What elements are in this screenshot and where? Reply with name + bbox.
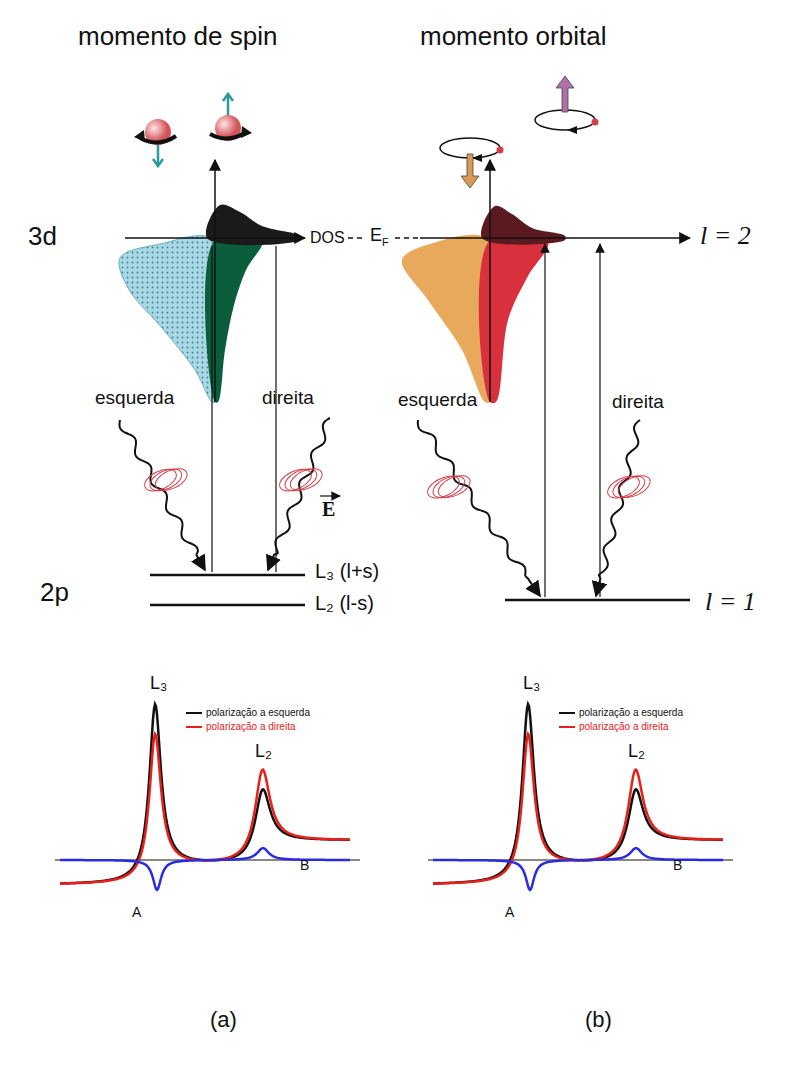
orbit: [535, 110, 595, 130]
electron: [592, 119, 599, 126]
legend-entry: polarização a direita: [186, 721, 296, 732]
panel-label: (a): [210, 1008, 237, 1032]
peak-label: L₃: [150, 674, 167, 694]
peak-label: L₃: [523, 674, 540, 694]
legend-line-sample: [559, 712, 575, 714]
peak-label: L₂: [255, 742, 272, 762]
spin-arrow-head: [153, 159, 163, 166]
heading: momento de spin: [78, 22, 277, 51]
fermi-dash: [348, 237, 366, 239]
legend-text: polarização a direita: [206, 721, 296, 732]
polarization-loop: [615, 471, 653, 502]
energy-axis: [420, 237, 690, 239]
legend-line-sample: [186, 712, 202, 714]
quantum-number: l = 1: [705, 588, 756, 617]
photon-arrow: [418, 420, 540, 596]
dos-axis: [489, 160, 491, 402]
legend-entry: polarização a direita: [559, 721, 669, 732]
fermi-label: E: [370, 226, 382, 246]
xmcd-difference: [433, 848, 723, 890]
legend-line-sample: [186, 726, 202, 728]
legend-entry: polarização a esquerda: [559, 707, 683, 718]
rotation-arrow-head: [241, 126, 252, 138]
polarization-loop: [435, 471, 473, 502]
transition: [599, 244, 600, 597]
transition: [275, 246, 276, 572]
feature-label: B: [673, 858, 682, 873]
peak-label: L₂: [628, 742, 645, 762]
electron: [497, 147, 504, 154]
legend-entry: polarização a esquerda: [186, 707, 310, 718]
heading: momento orbital: [420, 22, 606, 51]
rotation-arrow: [140, 136, 176, 143]
level-p: [505, 599, 690, 602]
legend-text: polarização a esquerda: [579, 707, 683, 718]
transition: [544, 244, 545, 597]
orbit-arrow-head: [567, 126, 577, 134]
dos-empty-orbital: [481, 206, 566, 245]
orbit-arrow-head: [472, 154, 482, 162]
transition: [211, 246, 212, 572]
feature-label: A: [132, 905, 141, 920]
vector-arrow: [320, 495, 340, 496]
fermi-dash: [395, 237, 420, 239]
orbital-moment-arrow: [556, 76, 574, 112]
level-L2: [150, 604, 305, 607]
spin-arrow-head: [223, 94, 233, 101]
polarization-label: esquerda: [398, 390, 477, 411]
polarization-loop: [152, 464, 190, 495]
fermi-subscript: F: [382, 236, 389, 248]
dos-axis: [214, 160, 216, 402]
dos-empty-states: [206, 204, 301, 245]
polarization-loop: [287, 464, 325, 495]
legend-text: polarização a direita: [579, 721, 669, 732]
shell-label: 3d: [28, 222, 57, 251]
feature-label: B: [300, 858, 309, 873]
spectrum-left: [433, 704, 723, 883]
spectrum-left: [60, 704, 350, 883]
xmcd-difference: [60, 848, 350, 890]
dos-orbital-right: [479, 233, 549, 403]
orbital-moment-arrow: [461, 154, 479, 188]
photon-arrow: [119, 420, 205, 570]
field-vector: E: [322, 498, 335, 520]
quantum-number: l = 2: [700, 222, 751, 251]
dos-spin-up: [205, 234, 262, 402]
shell-label: 2p: [40, 578, 69, 607]
rotation-arrow-head: [134, 130, 145, 142]
photon-arrow: [596, 420, 640, 596]
polarization-label: direita: [612, 392, 664, 413]
rotation-arrow: [210, 132, 246, 139]
feature-label: A: [505, 905, 514, 920]
axis-label: DOS: [310, 229, 345, 247]
legend-line-sample: [559, 726, 575, 728]
edge-label: L₃ (l+s): [315, 560, 379, 582]
edge-label: L₂ (l-s): [315, 592, 374, 614]
polarization-label: esquerda: [95, 388, 174, 409]
polarization-label: direita: [262, 388, 314, 409]
legend-text: polarização a esquerda: [206, 707, 310, 718]
panel-label: (b): [585, 1008, 612, 1032]
photon-arrow: [268, 418, 330, 570]
level-L3: [150, 574, 305, 577]
